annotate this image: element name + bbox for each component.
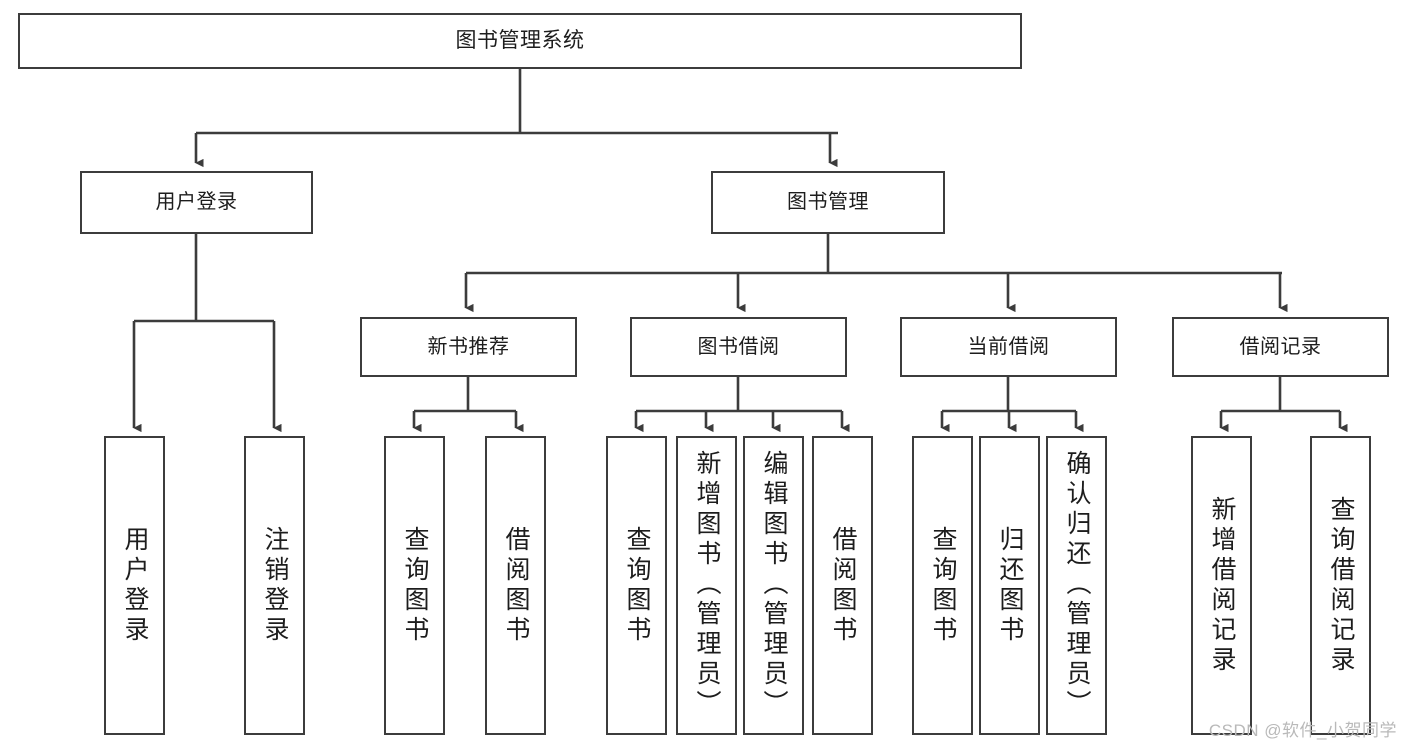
node-user-login[interactable]: 用户登录 [80, 171, 313, 234]
node-label: 新增图书（管理员） [693, 450, 721, 720]
leaf-edit-book-admin[interactable]: 编辑图书（管理员） [743, 436, 804, 735]
node-label: 查询图书 [929, 525, 957, 646]
node-label: 当前借阅 [967, 335, 1050, 358]
node-label: 确认归还（管理员） [1063, 450, 1091, 720]
node-root-system[interactable]: 图书管理系统 [18, 13, 1022, 69]
leaf-query-book-newbook[interactable]: 查询图书 [384, 436, 445, 735]
node-label: 图书借阅 [697, 335, 780, 358]
node-label: 注销登录 [261, 525, 289, 646]
node-current-borrow[interactable]: 当前借阅 [900, 317, 1117, 377]
node-label: 用户登录 [155, 191, 238, 213]
node-label: 新增借阅记录 [1208, 495, 1236, 676]
node-label: 归还图书 [996, 525, 1024, 646]
node-borrow-record[interactable]: 借阅记录 [1172, 317, 1389, 377]
leaf-query-book-borrow[interactable]: 查询图书 [606, 436, 667, 735]
leaf-borrow-book-newbook[interactable]: 借阅图书 [485, 436, 546, 735]
leaf-confirm-return-admin[interactable]: 确认归还（管理员） [1046, 436, 1107, 735]
node-label: 查询图书 [623, 525, 651, 646]
csdn-watermark: CSDN @软件_小贺同学 [1208, 721, 1397, 740]
node-label: 查询借阅记录 [1327, 495, 1355, 676]
node-book-borrow[interactable]: 图书借阅 [630, 317, 847, 377]
leaf-return-book[interactable]: 归还图书 [979, 436, 1040, 735]
leaf-borrow-book[interactable]: 借阅图书 [812, 436, 873, 735]
node-label: 借阅图书 [829, 525, 857, 646]
node-label: 借阅图书 [502, 525, 530, 646]
node-label: 图书管理系统 [455, 28, 585, 52]
node-new-book-recommend[interactable]: 新书推荐 [360, 317, 577, 377]
leaf-logout[interactable]: 注销登录 [244, 436, 305, 735]
leaf-user-login[interactable]: 用户登录 [104, 436, 165, 735]
node-label: 编辑图书（管理员） [760, 450, 788, 720]
node-label: 用户登录 [121, 525, 149, 646]
node-label: 新书推荐 [427, 335, 510, 358]
node-label: 借阅记录 [1239, 335, 1322, 358]
leaf-add-book-admin[interactable]: 新增图书（管理员） [676, 436, 737, 735]
node-label: 查询图书 [401, 525, 429, 646]
leaf-query-borrow-record[interactable]: 查询借阅记录 [1310, 436, 1371, 735]
node-book-management[interactable]: 图书管理 [711, 171, 945, 234]
node-label: 图书管理 [787, 191, 869, 213]
leaf-add-borrow-record[interactable]: 新增借阅记录 [1191, 436, 1252, 735]
leaf-query-book-current[interactable]: 查询图书 [912, 436, 973, 735]
